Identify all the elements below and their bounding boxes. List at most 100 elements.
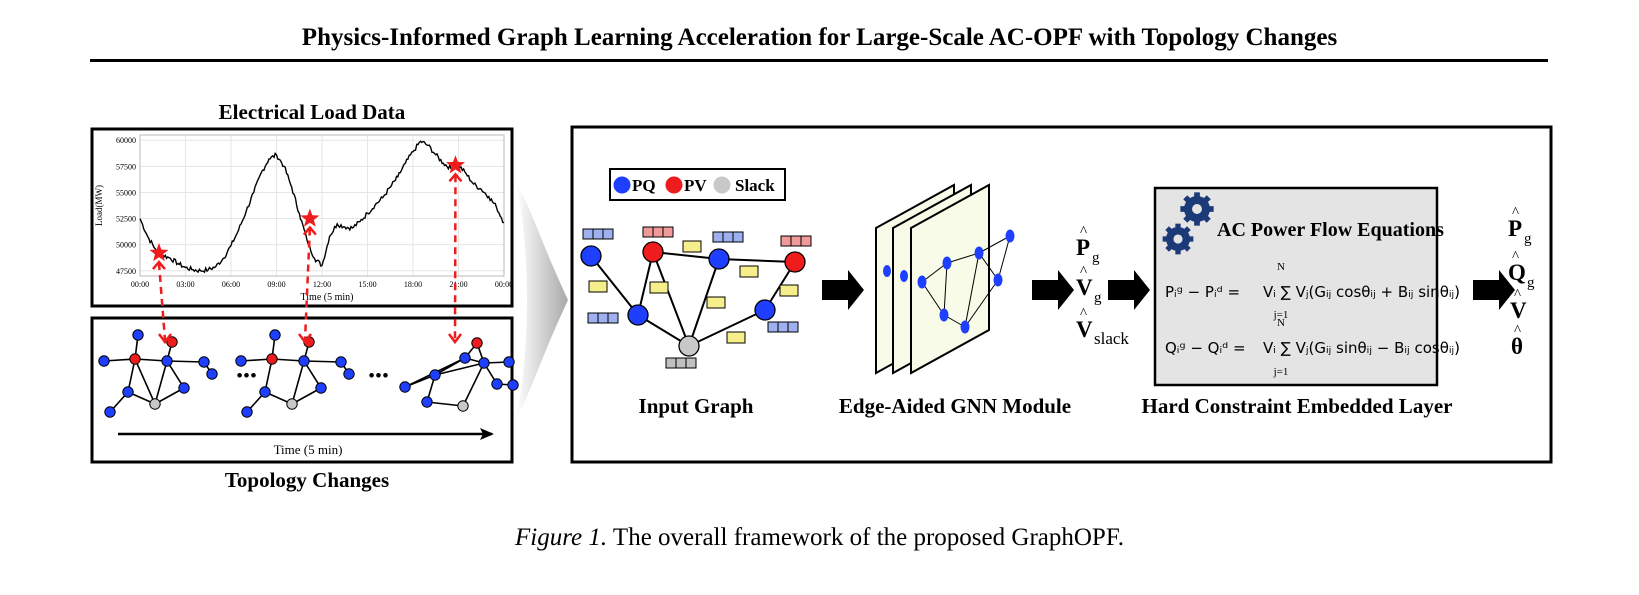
x-tick-label: 03:00 (176, 280, 194, 289)
feature-vector (587, 312, 619, 324)
legend-pq-label: PQ (632, 176, 656, 195)
feature-cell (800, 235, 812, 247)
x-tick-label: 09:00 (267, 280, 285, 289)
input-graph-edge (637, 251, 654, 316)
gnn-node (900, 270, 908, 282)
legend-pq-dot (613, 176, 631, 194)
gear-tooth (1175, 223, 1181, 231)
connectors (149, 155, 465, 345)
y-tick-label: 52500 (116, 215, 136, 224)
topology-frame (90, 316, 514, 464)
gear-hole (1173, 234, 1183, 244)
feature-cell (642, 226, 654, 238)
gnn-output-vg: V g ^ (1076, 264, 1102, 306)
graph-edge (426, 401, 464, 407)
eq2-lhs: Qᵢᵍ − Qᵢᵈ = (1165, 339, 1246, 357)
arrow-constraint-to-outputs (1473, 270, 1515, 310)
feature-cell (592, 228, 604, 240)
graph-node-pq (478, 357, 490, 369)
edge-feature (739, 265, 759, 278)
feature-cell (722, 231, 734, 243)
y-tick-label: 57500 (116, 162, 136, 171)
graph-node-pq (259, 386, 271, 398)
graph-node-pq (459, 352, 471, 364)
title-rule (90, 59, 1548, 62)
feature-cell (587, 312, 599, 324)
connector-arrow-down (158, 333, 172, 345)
edge-feature (649, 281, 669, 294)
graph-node-pq (269, 329, 281, 341)
legend-pv-dot (665, 176, 683, 194)
connector-arrow-down (448, 333, 462, 345)
eq1-sum-bottom: j=1 (1273, 309, 1289, 321)
graph-edge (462, 362, 485, 407)
input-graph-edge (688, 309, 766, 347)
gnn-module-label: Edge-Aided GNN Module (839, 394, 1071, 418)
feature-cell (712, 231, 724, 243)
graph-edge (291, 360, 305, 405)
gnn-edge (946, 252, 980, 264)
feature-cell (675, 357, 687, 369)
feature-cell (582, 228, 594, 240)
ellipsis-1: ••• (237, 366, 258, 385)
feature-cell (665, 357, 677, 369)
edge-feature (706, 296, 726, 309)
svg-text:^: ^ (1080, 264, 1087, 280)
arrow-outputs-to-constraint (1108, 270, 1150, 310)
input-graph-edge (718, 258, 796, 263)
plot-area (139, 134, 505, 277)
input-node-pq (627, 304, 649, 326)
x-tick-label: 00:00 (495, 280, 513, 289)
gnn-edge (921, 262, 948, 283)
graph-node-slack (457, 400, 469, 412)
topology-title: Topology Changes (225, 468, 389, 492)
gear-tooth (1175, 247, 1181, 255)
feature-cell (602, 228, 614, 240)
graph-node-pq (241, 406, 253, 418)
connector-dash (157, 262, 167, 341)
gnn-output-vslack: V slack ^ (1076, 306, 1129, 348)
caption-label: Figure 1. (515, 524, 608, 551)
edge-feature (779, 284, 799, 297)
graph-node-pv (471, 337, 483, 349)
y-tick-label: 60000 (116, 136, 136, 145)
y-axis-label: Load(MW) (94, 185, 104, 226)
topology-graphs (98, 329, 519, 418)
graph-node-pv (266, 353, 278, 365)
feature-vector (767, 321, 799, 333)
graph-node-pq (507, 379, 519, 391)
highlight-star (300, 208, 320, 227)
graph-edge (154, 360, 168, 405)
graph-node-pq (178, 382, 190, 394)
gnn-edge (997, 235, 1011, 281)
graph-node-pq (335, 356, 347, 368)
graph-node-pq (161, 355, 173, 367)
svg-text:g: g (1092, 250, 1100, 266)
svg-text:Q: Q (1508, 260, 1526, 285)
input-node-pq (580, 245, 602, 267)
gear-large (1180, 192, 1214, 226)
feature-cell (652, 226, 664, 238)
x-tick-label: 15:00 (358, 280, 376, 289)
edge-feature (682, 240, 702, 253)
legend-slack-label: Slack (735, 176, 775, 195)
y-tick-label: 55000 (116, 188, 136, 197)
graph-edge (303, 360, 342, 363)
feature-cell (662, 226, 674, 238)
connector-arrow-up (302, 225, 317, 236)
gnn-node (942, 256, 952, 270)
svg-text:^: ^ (1080, 224, 1087, 240)
graph-node-pq (206, 368, 218, 380)
svg-text:g: g (1524, 231, 1532, 247)
graph-node-pq (421, 396, 433, 408)
constraint-layer-label: Hard Constraint Embedded Layer (1142, 394, 1453, 418)
svg-text:V: V (1510, 298, 1527, 323)
feature-cell (787, 321, 799, 333)
eq1-rhs: Vᵢ ∑ Vⱼ(Gᵢⱼ cosθᵢⱼ + Bᵢⱼ sinθᵢⱼ) (1263, 283, 1460, 301)
gnn-layer-3 (910, 183, 990, 375)
caption-text: The overall framework of the proposed Gr… (607, 524, 1124, 551)
x-tick-label: 00:00 (131, 280, 149, 289)
input-graph-edge (688, 258, 720, 347)
figure-caption: Figure 1. The overall framework of the p… (0, 524, 1639, 552)
